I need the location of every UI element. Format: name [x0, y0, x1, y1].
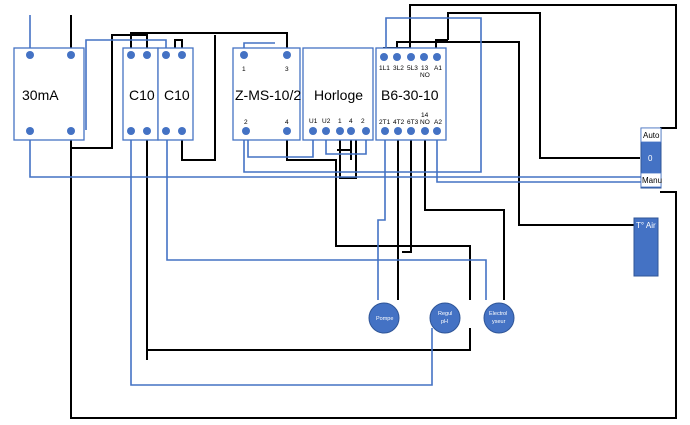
selector-zero-label: 0 — [648, 154, 653, 163]
breaker-terminal — [127, 127, 135, 135]
contactor-terminal-label: 3L2 — [393, 65, 404, 72]
horloge-terminal — [362, 127, 370, 135]
rcd-terminal — [67, 51, 75, 59]
electrolyseur-label-1: Electrol — [489, 311, 507, 317]
electrolyseur-load: Electrol yseur — [483, 302, 515, 334]
contactor-terminal-label: 1L1 — [379, 65, 390, 72]
ph-label: pH — [441, 319, 448, 325]
contactor-terminal — [433, 53, 441, 61]
breaker-terminal — [162, 51, 170, 59]
breaker-1-label: C10 — [129, 87, 155, 103]
breaker-terminal — [127, 51, 135, 59]
air-temp-sensor: T° Air — [633, 217, 659, 277]
zms-terminal-label: 3 — [285, 66, 289, 73]
contactor-terminal-label: 5L3 — [407, 65, 418, 72]
contactor-terminal-label: A2 — [434, 119, 442, 126]
horloge-label: Horloge — [314, 87, 363, 103]
selector-auto-label: Auto — [643, 131, 660, 140]
contactor-terminal — [407, 53, 415, 61]
contactor-terminal — [407, 127, 415, 135]
horloge-terminal — [322, 127, 330, 135]
horloge-terminal-label: 4 — [349, 118, 353, 125]
horloge-terminal-label: 1 — [338, 118, 342, 125]
contactor-terminal — [433, 127, 441, 135]
breaker-terminal — [162, 127, 170, 135]
horloge-terminal — [309, 127, 317, 135]
contactor-module: B6-30-10 1L1 3L2 5L3 13 NO A1 2T1 4T2 6T… — [375, 47, 447, 141]
breaker-2-label: C10 — [164, 87, 190, 103]
selector-manu-label: Manu — [642, 176, 662, 185]
horloge-terminal-label: U2 — [322, 118, 331, 125]
selector-switch: Auto 0 Manu — [640, 127, 662, 189]
contactor-terminal — [393, 53, 401, 61]
regul-label: Regul — [438, 311, 452, 317]
zms-terminal — [283, 51, 291, 59]
contactor-terminal-label: A1 — [434, 65, 442, 72]
rcd-terminal — [26, 127, 34, 135]
contactor-terminal-label: 2T1 — [379, 119, 391, 126]
breaker-terminal — [143, 51, 151, 59]
sensor-label: T° Air — [636, 221, 656, 230]
horloge-module: Horloge U1 U2 1 4 2 — [302, 47, 374, 141]
horloge-terminal — [347, 127, 355, 135]
rcd-module: 30mA — [13, 47, 85, 141]
contactor-terminal-label: 14 — [421, 112, 429, 119]
contactor-terminal-label: NO — [420, 119, 430, 126]
breaker-1-module: C10 — [122, 47, 159, 141]
contactor-terminal — [421, 127, 429, 135]
breaker-2-module: C10 — [157, 47, 194, 141]
contactor-label: B6-30-10 — [381, 87, 439, 103]
zms-terminal — [283, 127, 291, 135]
rcd-terminal — [67, 127, 75, 135]
zms-module: Z-MS-10/2 1 3 2 4 — [232, 47, 301, 141]
zms-label: Z-MS-10/2 — [235, 87, 301, 103]
horloge-terminal — [336, 127, 344, 135]
electrolyseur-label-2: yseur — [492, 319, 506, 325]
zms-terminal-label: 1 — [242, 66, 246, 73]
zms-terminal-label: 2 — [244, 119, 248, 126]
pompe-load: Pompe — [368, 302, 400, 334]
contactor-terminal — [394, 127, 402, 135]
pompe-label: Pompe — [376, 316, 393, 322]
regul-ph-load: Regul pH — [429, 302, 461, 334]
contactor-terminal — [420, 53, 428, 61]
contactor-terminal-label: 4T2 — [393, 119, 405, 126]
contactor-terminal — [380, 53, 388, 61]
blue-wires — [29, 15, 656, 386]
zms-terminal-label: 4 — [285, 119, 289, 126]
breaker-terminal — [178, 51, 186, 59]
rcd-label: 30mA — [22, 87, 59, 103]
breaker-terminal — [143, 127, 151, 135]
horloge-terminal-label: 2 — [361, 118, 365, 125]
contactor-terminal — [381, 127, 389, 135]
zms-terminal — [240, 51, 248, 59]
contactor-terminal-label: 6T3 — [407, 119, 419, 126]
contactor-terminal-label: NO — [420, 72, 430, 79]
contactor-terminal-label: 13 — [421, 65, 429, 72]
zms-terminal — [242, 127, 250, 135]
breaker-terminal — [178, 127, 186, 135]
horloge-terminal-label: U1 — [309, 118, 318, 125]
rcd-terminal — [26, 51, 34, 59]
